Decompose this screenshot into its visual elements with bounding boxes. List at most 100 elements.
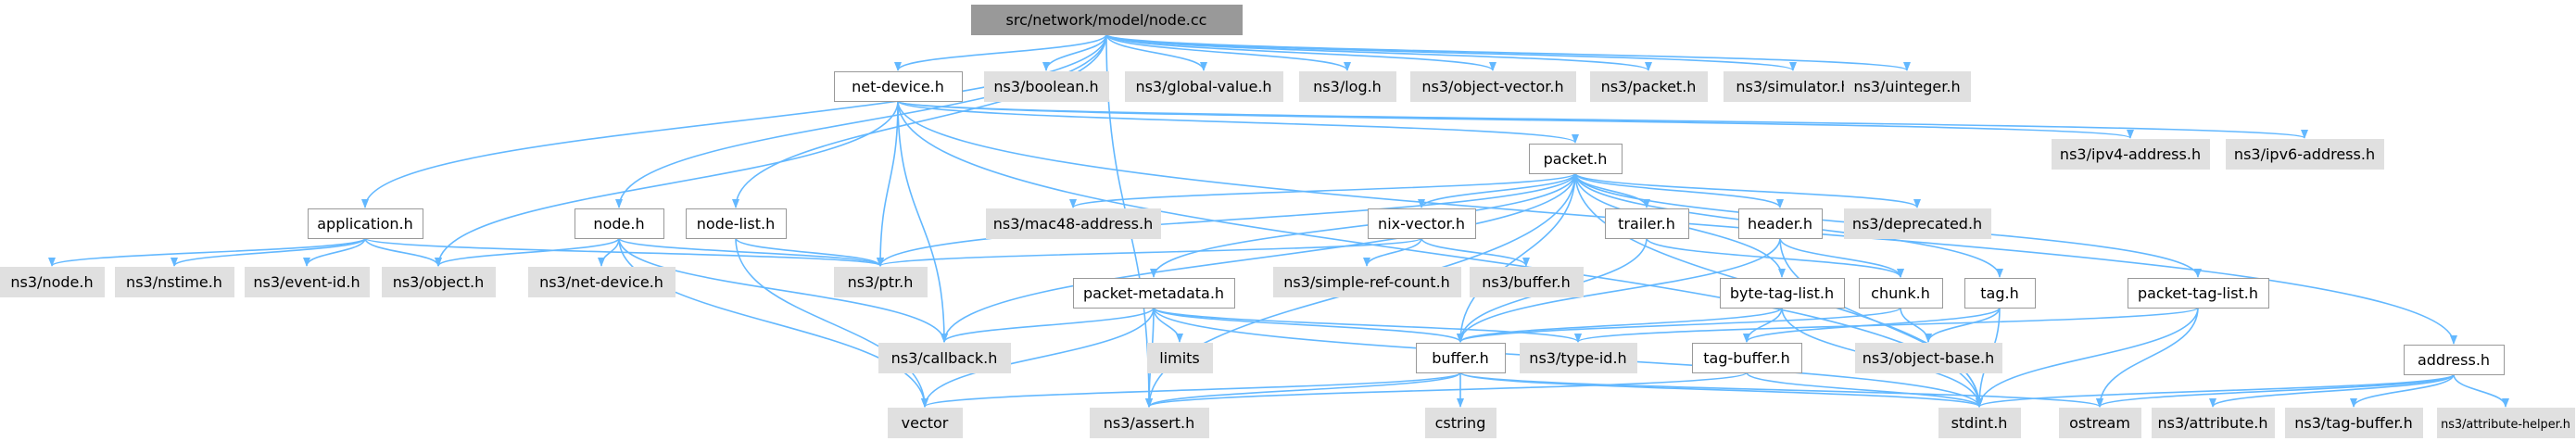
node-label: ns3/net-device.h bbox=[539, 273, 663, 291]
node-label: src/network/model/node.cc bbox=[1006, 11, 1207, 29]
edge-byte_tag_list_h-to-tag_buffer_h bbox=[1743, 307, 1783, 343]
node-label: ns3/ipv4-address.h bbox=[2060, 145, 2201, 163]
node-box bbox=[1844, 71, 1971, 102]
node-node_cc[interactable]: src/network/model/node.cc bbox=[971, 5, 1243, 35]
node-chunk_h[interactable]: chunk.h bbox=[1859, 278, 1943, 309]
edge-address_h-to-ns3_attribute_h bbox=[2209, 373, 2455, 408]
edge-nix_vector_h-to-ns3_simple_ref_count_h bbox=[1363, 237, 1422, 267]
edge-net_device_h-to-ns3_callback_h bbox=[897, 100, 948, 343]
node-label: ns3/object.h bbox=[393, 273, 485, 291]
node-packet_tag_list_h[interactable]: packet-tag-list.h bbox=[2128, 278, 2269, 309]
node-node_h[interactable]: node.h bbox=[575, 208, 664, 239]
edge-packet_metadata_h-to-ns3_type_id_h bbox=[1153, 307, 1582, 343]
node-tag_h[interactable]: tag.h bbox=[1964, 278, 2036, 309]
edge-node_cc-to-ns3_object_vector_h bbox=[1105, 33, 1496, 71]
node-ns3_boolean_h: ns3/boolean.h bbox=[984, 71, 1109, 102]
edge-net_device_h-to-packet_h bbox=[897, 100, 1579, 144]
node-box bbox=[1470, 267, 1584, 297]
node-nix_vector_h[interactable]: nix-vector.h bbox=[1368, 208, 1476, 239]
node-box bbox=[1090, 408, 1209, 438]
node-label: ns3/tag-buffer.h bbox=[2294, 414, 2413, 432]
edge-node_h-to-ns3_object_h bbox=[435, 237, 620, 267]
node-ns3_object_h: ns3/object.h bbox=[382, 267, 496, 297]
node-address_h[interactable]: address.h bbox=[2404, 345, 2505, 375]
edge-net_device_h-to-ns3_object_h bbox=[435, 100, 899, 267]
node-label: ns3/assert.h bbox=[1104, 414, 1194, 432]
node-box bbox=[1964, 278, 2036, 309]
edge-header_h-to-chunk_h bbox=[1779, 237, 1904, 278]
node-ns3_ptr_h: ns3/ptr.h bbox=[834, 267, 928, 297]
node-buffer_h[interactable]: buffer.h bbox=[1416, 343, 1506, 373]
node-label: stdint.h bbox=[1951, 414, 2008, 432]
edge-packet_h-to-ns3_callback_h bbox=[941, 172, 1576, 343]
node-box bbox=[2285, 408, 2423, 438]
node-box bbox=[1738, 208, 1823, 239]
edge-application_h-to-ns3_object_h bbox=[364, 237, 442, 267]
node-ns3_tag_buffer_h: ns3/tag-buffer.h bbox=[2285, 408, 2423, 438]
edge-packet_h-to-ns3_mac48_address_h bbox=[1069, 172, 1576, 208]
node-label: nix-vector.h bbox=[1378, 215, 1465, 233]
edge-buffer_h-to-ns3_assert_h bbox=[1145, 372, 1461, 408]
node-ns3_attribute_helper_h: ns3/attribute-helper.h bbox=[2437, 408, 2575, 438]
node-box bbox=[1720, 278, 1845, 309]
node-application_h[interactable]: application.h bbox=[308, 208, 423, 239]
node-net_device_h[interactable]: net-device.h bbox=[834, 71, 963, 102]
edge-buffer_h-to-ostream bbox=[1459, 372, 2103, 408]
node-label: cstring bbox=[1435, 414, 1486, 432]
node-stdint_h: stdint.h bbox=[1938, 408, 2021, 438]
node-label: ns3/buffer.h bbox=[1482, 273, 1571, 291]
node-label: node.h bbox=[593, 215, 644, 233]
node-packet_h[interactable]: packet.h bbox=[1529, 144, 1623, 174]
node-label: ns3/attribute.h bbox=[2157, 414, 2267, 432]
node-ns3_mac48_address_h: ns3/mac48-address.h bbox=[986, 208, 1161, 239]
node-label: packet.h bbox=[1544, 150, 1608, 168]
edge-address_h-to-ns3_tag_buffer_h bbox=[2350, 373, 2455, 408]
node-label: limits bbox=[1159, 349, 1200, 367]
node-ns3_log_h: ns3/log.h bbox=[1299, 71, 1396, 102]
edge-packet_h-to-ns3_deprecated_h bbox=[1574, 172, 1921, 208]
node-label: ns3/global-value.h bbox=[1135, 78, 1271, 95]
node-box bbox=[1590, 71, 1708, 102]
node-vector: vector bbox=[888, 408, 963, 438]
node-box bbox=[2128, 278, 2269, 309]
node-label: node-list.h bbox=[697, 215, 775, 233]
node-ns3_nstime_h: ns3/nstime.h bbox=[115, 267, 234, 297]
edge-node_cc-to-ns3_boolean_h bbox=[1042, 33, 1107, 71]
node-header_h[interactable]: header.h bbox=[1738, 208, 1823, 239]
node-node_list_h[interactable]: node-list.h bbox=[686, 208, 787, 239]
edge-packet_tag_list_h-to-ns3_type_id_h bbox=[1574, 307, 2199, 343]
file-nodes: src/network/model/node.cc net-device.h ns3… bbox=[0, 5, 2575, 438]
node-box bbox=[1416, 343, 1506, 373]
node-label: ns3/ptr.h bbox=[848, 273, 914, 291]
edge-packet_metadata_h-to-vector bbox=[921, 307, 1155, 408]
edge-header_h-to-stdint_h bbox=[1779, 237, 1983, 408]
node-box bbox=[115, 267, 234, 297]
node-box bbox=[1073, 278, 1235, 309]
node-box bbox=[1724, 71, 1863, 102]
node-byte_tag_list_h[interactable]: byte-tag-list.h bbox=[1720, 278, 1845, 309]
node-packet_metadata_h[interactable]: packet-metadata.h bbox=[1073, 278, 1235, 309]
edge-nix_vector_h-to-ns3_ptr_h bbox=[877, 237, 1422, 267]
node-ns3_global_value_h: ns3/global-value.h bbox=[1125, 71, 1283, 102]
edge-trailer_h-to-chunk_h bbox=[1646, 237, 1904, 278]
edge-node_list_h-to-vector bbox=[735, 237, 928, 408]
node-cstring: cstring bbox=[1425, 408, 1496, 438]
edge-node_cc-to-node_list_h bbox=[732, 33, 1107, 208]
node-label: packet-metadata.h bbox=[1083, 284, 1224, 302]
node-box bbox=[1410, 71, 1576, 102]
edge-buffer_h-to-vector bbox=[921, 372, 1461, 408]
edge-nix_vector_h-to-ns3_buffer_h bbox=[1421, 237, 1530, 267]
node-label: ns3/log.h bbox=[1313, 78, 1382, 95]
node-box bbox=[1425, 408, 1496, 438]
edge-node_cc-to-ns3_simulator_h bbox=[1105, 33, 1797, 71]
edge-node_cc-to-ns3_log_h bbox=[1105, 33, 1351, 71]
node-ns3_type_id_h: ns3/type-id.h bbox=[1520, 343, 1637, 373]
node-trailer_h[interactable]: trailer.h bbox=[1605, 208, 1689, 239]
node-label: trailer.h bbox=[1618, 215, 1675, 233]
node-box bbox=[2052, 139, 2210, 170]
node-ns3_simple_ref_count_h: ns3/simple-ref-count.h bbox=[1273, 267, 1461, 297]
node-label: ns3/deprecated.h bbox=[1852, 215, 1982, 233]
node-tag_buffer_h[interactable]: tag-buffer.h bbox=[1692, 343, 1802, 373]
edge-net_device_h-to-ns3_ipv6_address_h bbox=[897, 100, 2308, 139]
edge-node_cc-to-ns3_packet_h bbox=[1105, 33, 1652, 71]
